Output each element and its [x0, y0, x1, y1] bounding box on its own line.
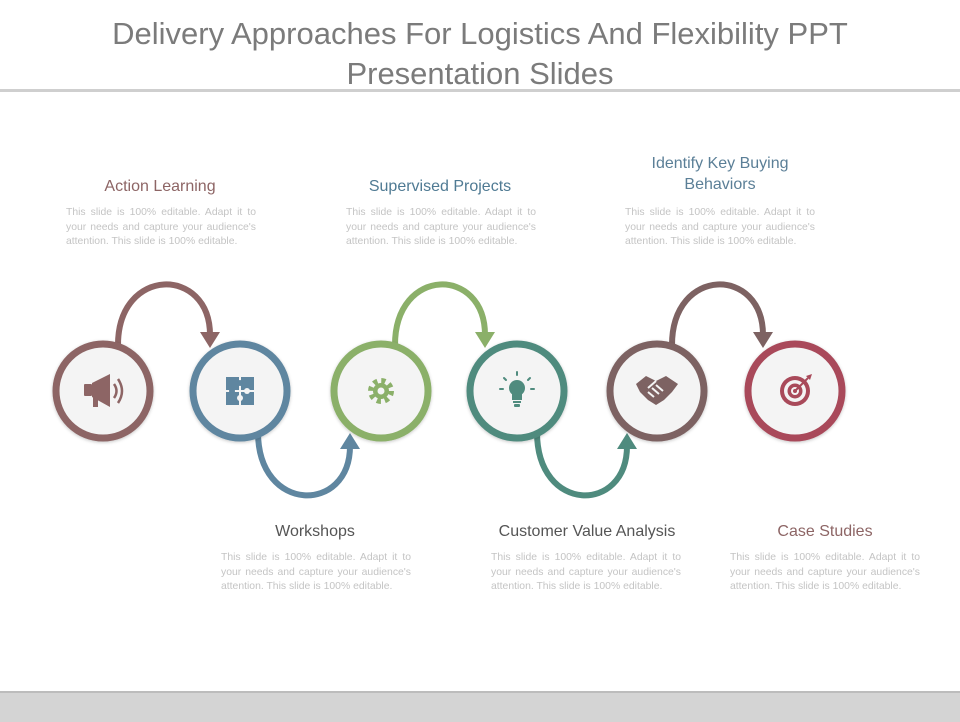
step-heading-case-studies: Case Studies — [777, 523, 873, 540]
step-description-identify-key-buying-behaviors: This slide is 100% editable. Adapt it to… — [625, 207, 815, 247]
step-heading-action-learning: Action Learning — [104, 178, 216, 195]
megaphone-icon — [84, 374, 124, 407]
connector-arrow-3-4 — [392, 281, 495, 348]
handshake-icon — [636, 376, 678, 405]
gear-icon — [368, 378, 394, 404]
step-circle-workshops — [189, 340, 291, 442]
title-divider — [0, 89, 960, 92]
connector-arrow-2-3 — [255, 431, 360, 499]
puzzle-icon — [226, 377, 254, 405]
step-heading-supervised-projects: Supervised Projects — [368, 178, 512, 195]
step-description-supervised-projects: This slide is 100% editable. Adapt it to… — [346, 207, 536, 247]
connector-arrow-4-5 — [534, 431, 637, 499]
step-heading-customer-value-analysis: Customer Value Analysis — [498, 523, 676, 540]
step-circle-action-learning — [52, 340, 154, 442]
step-description-action-learning: This slide is 100% editable. Adapt it to… — [66, 207, 256, 247]
step-circle-identify-key-buying-behaviors — [606, 340, 708, 442]
target-icon — [780, 374, 812, 406]
step-heading-identify-key-buying-behaviors: Identify Key Buying Behaviors — [651, 155, 789, 193]
step-description-workshops: This slide is 100% editable. Adapt it to… — [221, 552, 411, 592]
connector-arrow-1-2 — [115, 281, 220, 348]
lightbulb-icon — [499, 371, 535, 407]
step-heading-workshops: Workshops — [275, 523, 355, 540]
step-description-case-studies: This slide is 100% editable. Adapt it to… — [730, 552, 920, 592]
step-circle-customer-value-analysis — [466, 340, 568, 442]
step-circle-supervised-projects — [330, 340, 432, 442]
slide-title: Delivery Approaches For Logistics And Fl… — [112, 16, 848, 91]
step-description-customer-value-analysis: This slide is 100% editable. Adapt it to… — [491, 552, 681, 592]
step-circle-case-studies — [744, 340, 846, 442]
footer-bar — [0, 691, 960, 722]
connector-arrow-5-6 — [669, 281, 773, 348]
